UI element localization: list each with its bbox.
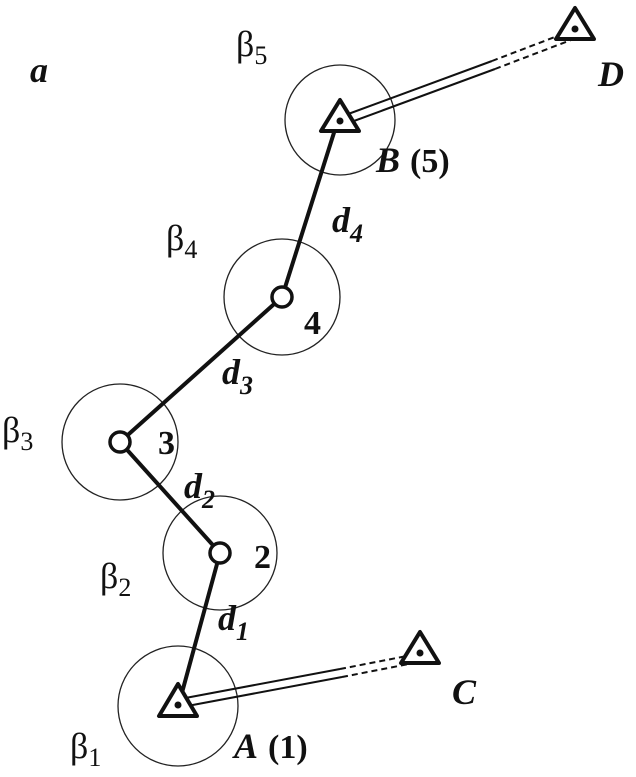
arc-beta2 — [162, 495, 278, 611]
label-B: B(5) — [375, 140, 450, 180]
orientation-line-BD — [339, 31, 572, 126]
control-point-D — [554, 6, 596, 41]
label-C: C — [452, 672, 477, 712]
arc-beta1 — [117, 645, 239, 767]
figure-letter: a — [30, 50, 48, 90]
label-d1: d1 — [218, 598, 249, 646]
label-beta5: β5 — [236, 24, 267, 70]
label-point-2: 2 — [254, 539, 271, 576]
traverse-point-3 — [108, 430, 132, 454]
leg-d1 — [178, 551, 222, 702]
label-point-4: 4 — [304, 305, 321, 342]
label-beta3: β3 — [2, 410, 33, 456]
label-D: D — [597, 54, 624, 94]
control-point-A — [157, 682, 199, 718]
leg-d3 — [118, 295, 284, 444]
label-A: A(1) — [232, 726, 308, 766]
traverse-point-2 — [208, 541, 232, 565]
traverse-point-4 — [270, 285, 294, 309]
orientation-line-AC — [179, 654, 415, 708]
arc-beta4 — [223, 238, 341, 356]
label-beta1: β1 — [70, 726, 101, 772]
control-point-B — [319, 98, 361, 133]
label-point-3: 3 — [158, 425, 175, 462]
label-d4: d4 — [332, 200, 363, 248]
label-d2: d2 — [184, 466, 215, 514]
leg-d4 — [280, 118, 340, 299]
leg-d2 — [118, 440, 222, 555]
arc-beta5 — [284, 64, 396, 176]
label-beta2: β2 — [100, 556, 131, 602]
label-d3: d3 — [222, 352, 253, 400]
control-point-C — [399, 630, 441, 665]
arc-beta3 — [61, 383, 179, 501]
label-beta4: β4 — [166, 218, 197, 264]
